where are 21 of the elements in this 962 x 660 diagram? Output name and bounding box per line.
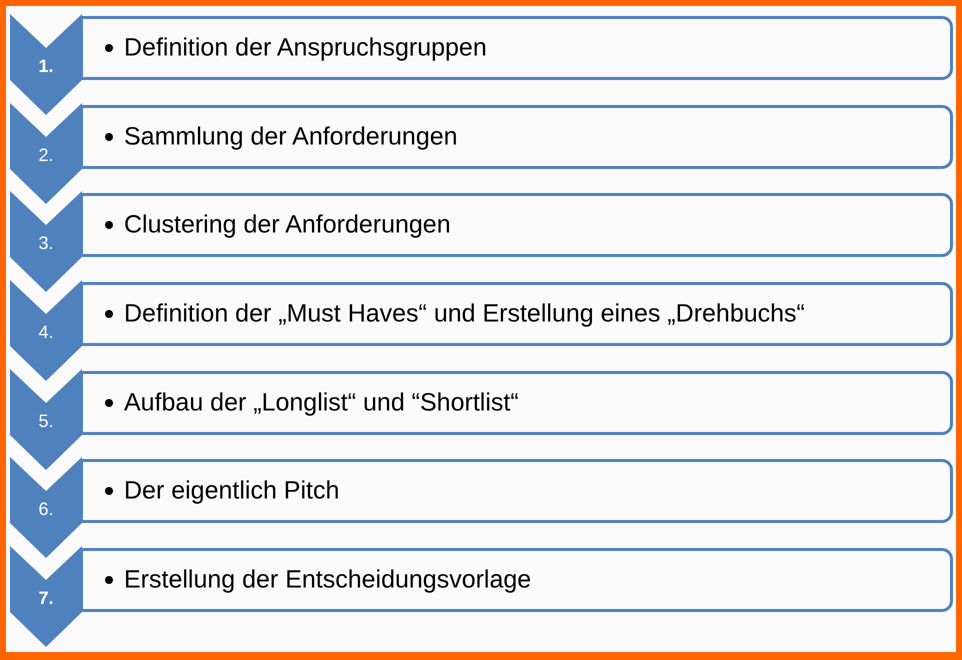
step-box	[80, 548, 953, 612]
step-text: Definition der „Must Haves“ und Erstellung eines „Drehbuchs“	[124, 300, 805, 328]
step-number: 3.	[38, 234, 54, 254]
step-box	[80, 16, 953, 80]
step-box	[80, 282, 953, 346]
step-text: Definition der Anspruchsgruppen	[124, 34, 487, 62]
step-box	[80, 193, 953, 257]
step-number: 2.	[38, 146, 54, 166]
step-text: Erstellung der Entscheidungsvorlage	[124, 566, 532, 594]
step-text: Aufbau der „Longlist“ und “Shortlist“	[124, 388, 519, 418]
step-text: Sammlung der Anforderungen	[124, 122, 458, 152]
step-number: 5.	[38, 412, 54, 432]
step-box	[80, 459, 953, 523]
step-text: Der eigentlich Pitch	[124, 476, 340, 506]
step-text: Clustering der Anforderungen	[124, 210, 451, 240]
step-box	[80, 105, 953, 169]
step-number: 1.	[38, 57, 54, 77]
step-box	[80, 371, 953, 435]
step-number: 4.	[38, 323, 54, 343]
step-number: 6.	[38, 500, 54, 520]
step-number: 7.	[38, 589, 54, 609]
